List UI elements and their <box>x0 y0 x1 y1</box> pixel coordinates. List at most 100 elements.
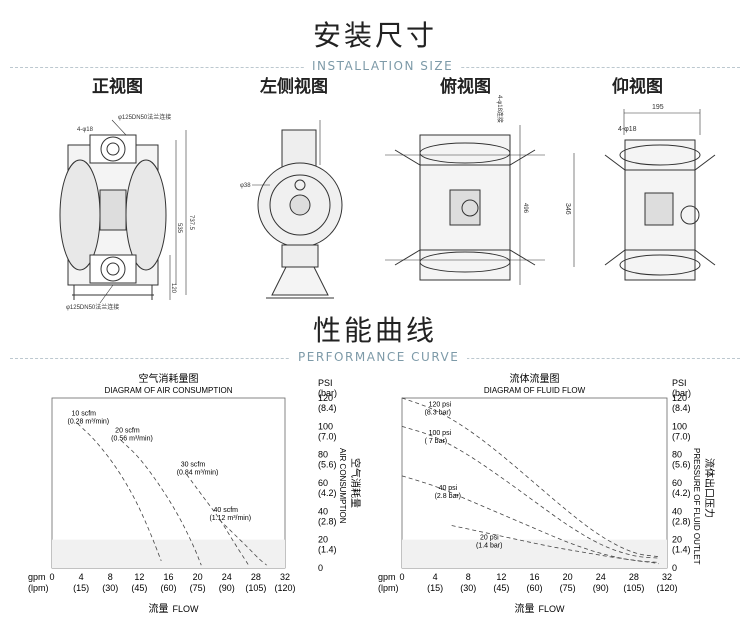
y-axis-label: PRESSURE OF FLUID OUTLET <box>692 448 701 565</box>
x-tick-label-lpm: (120) <box>656 583 677 593</box>
x-tick-label-lpm: (90) <box>219 583 235 593</box>
y-tick-label-bar: (7.0) <box>318 431 337 441</box>
y-tick-label-bar: (4.2) <box>672 488 691 498</box>
y-tick-label: 20 <box>672 535 682 545</box>
y-unit-bottom: (bar) <box>672 388 691 398</box>
y-tick-label-bar: (5.6) <box>672 460 691 470</box>
x-tick-label-lpm: (30) <box>102 583 118 593</box>
x-tick-label: 32 <box>662 572 672 582</box>
y-tick-label: 80 <box>318 450 328 460</box>
series-label: 20 psi <box>480 535 499 542</box>
y-tick-label-bar: (5.6) <box>318 460 337 470</box>
x-tick-label-lpm: (15) <box>73 583 89 593</box>
y-tick-label: 0 <box>672 563 677 573</box>
series-line <box>186 474 249 566</box>
bottom-width-dim: 195 <box>652 104 664 111</box>
x-tick-label-lpm: (45) <box>131 583 147 593</box>
x-tick-label: 32 <box>280 572 290 582</box>
series-line <box>120 440 202 566</box>
x-tick-label-lpm: (15) <box>427 583 443 593</box>
top-view-drawing <box>385 125 545 285</box>
series-unit: (1.12 m³/min) <box>209 515 251 522</box>
view-label-bottom: 仰视图 <box>612 77 663 97</box>
y-tick-label-bar: (7.0) <box>672 431 691 441</box>
x-tick-label: 16 <box>163 572 173 582</box>
y-tick-label: 120 <box>318 393 333 403</box>
x-tick-label-lpm: (105) <box>623 583 644 593</box>
front-inlet-top: φ125DN50法兰连接 <box>118 113 171 121</box>
x-tick-label: 4 <box>433 572 438 582</box>
bottom-height-dim: 346 <box>564 203 571 215</box>
bottom-hole-dim: 4-φ18 <box>618 126 637 133</box>
x-unit-bottom: (lpm) <box>378 583 399 593</box>
top-height-dim: 496 <box>522 203 528 214</box>
performance-title: 性能曲线 <box>312 314 437 347</box>
chart-title-cn: 空气消耗量图 <box>139 372 199 385</box>
series-label: 10 scfm <box>71 411 96 418</box>
front-view-drawing <box>59 119 187 304</box>
section-subtitle: INSTALLATION SIZE <box>304 59 462 73</box>
x-tick-label: 24 <box>222 572 232 582</box>
view-label-front: 正视图 <box>92 77 143 97</box>
series-line <box>401 397 659 558</box>
x-tick-label: 28 <box>629 572 639 582</box>
y-unit-top: PSI <box>318 378 333 388</box>
side-dia-dim: φ38 <box>240 183 251 189</box>
x-tick-label-lpm: (90) <box>593 583 609 593</box>
front-height-737: 737.5 <box>188 215 194 231</box>
y-tick-label-bar: (8.4) <box>318 403 337 413</box>
series-unit: (2.8 bar) <box>435 493 461 500</box>
x-tick-label-lpm: (30) <box>460 583 476 593</box>
x-unit-top: gpm <box>378 572 396 582</box>
x-tick-label: 28 <box>251 572 261 582</box>
series-unit: (0.56 m³/min) <box>111 436 153 443</box>
x-tick-label-lpm: (60) <box>526 583 542 593</box>
chart-title-cn: 流体流量图 <box>510 372 560 385</box>
y-axis-label: AIR CONSUMPTION <box>338 448 347 524</box>
plot-band <box>402 539 667 568</box>
x-tick-label-lpm: (75) <box>190 583 206 593</box>
y-tick-label: 60 <box>318 478 328 488</box>
x-tick-label: 24 <box>596 572 606 582</box>
y-tick-label: 40 <box>318 506 328 516</box>
y-tick-label: 100 <box>672 421 687 431</box>
x-tick-label: 16 <box>529 572 539 582</box>
series-unit: (0.84 m³/min) <box>177 470 219 477</box>
x-unit-bottom: (lpm) <box>28 583 49 593</box>
x-tick-label: 0 <box>49 572 54 582</box>
x-tick-label: 8 <box>466 572 471 582</box>
x-axis-label-cn: 流量 <box>515 602 535 615</box>
y-unit-bottom: (bar) <box>318 388 337 398</box>
y-axis-label-cn: 流体出口压力 <box>703 458 716 518</box>
x-tick-label: 12 <box>134 572 144 582</box>
x-axis-label: FLOW <box>539 604 566 614</box>
y-tick-label: 80 <box>672 450 682 460</box>
series-unit: (8.3 bar) <box>425 410 451 417</box>
x-tick-label-lpm: (75) <box>560 583 576 593</box>
series-line <box>401 425 659 559</box>
front-height-120: 120 <box>170 283 176 294</box>
y-tick-label: 100 <box>318 421 333 431</box>
x-tick-label: 12 <box>496 572 506 582</box>
y-tick-label-bar: (1.4) <box>318 545 337 555</box>
view-label-top: 俯视图 <box>440 77 491 97</box>
series-label: 20 scfm <box>115 428 140 435</box>
front-hole-dim: 4-φ18 <box>77 127 94 133</box>
x-tick-label: 20 <box>563 572 573 582</box>
y-tick-label: 120 <box>672 393 687 403</box>
x-tick-label-lpm: (60) <box>160 583 176 593</box>
x-tick-label: 0 <box>399 572 404 582</box>
x-tick-label: 4 <box>79 572 84 582</box>
y-tick-label-bar: (1.4) <box>672 545 691 555</box>
top-flange-dim: 4-φ18连接 <box>496 95 504 123</box>
y-axis-label-cn: 空气消耗量 <box>349 458 362 508</box>
side-view-drawing <box>252 120 343 299</box>
x-axis-label-cn: 流量 <box>149 602 169 615</box>
series-line <box>77 423 162 562</box>
series-label: 40 psi <box>439 485 458 492</box>
y-tick-label: 0 <box>318 563 323 573</box>
bottom-view-drawing <box>573 109 716 281</box>
y-tick-label-bar: (8.4) <box>672 403 691 413</box>
series-label: 120 psi <box>429 402 452 409</box>
